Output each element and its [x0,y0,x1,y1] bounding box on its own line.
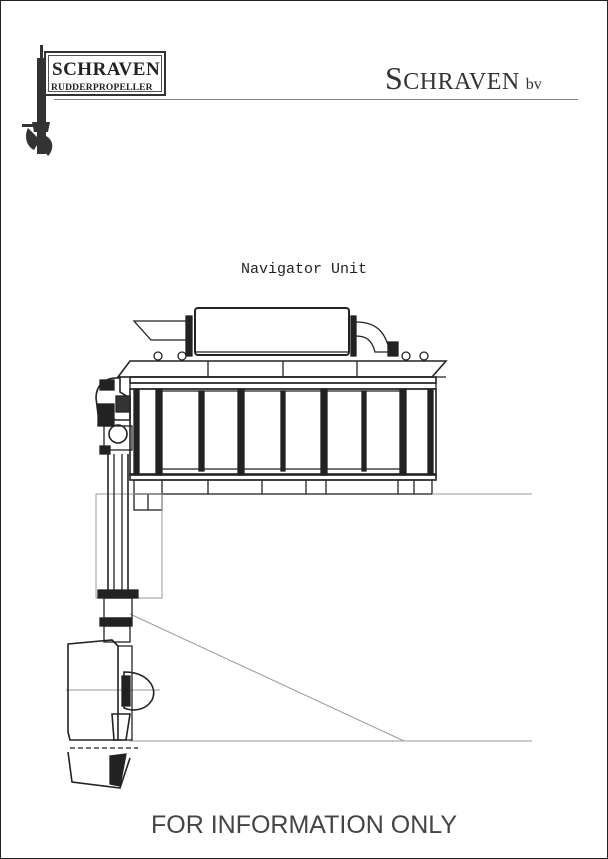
upper-gearbox [95,377,133,455]
logo-box: SCHRAVEN RUDDERPROPELLER [44,51,166,96]
foundation-frame [129,388,437,511]
steering-tube [97,454,139,643]
propeller-nozzle [67,747,138,789]
brand-name-rest: CHRAVEN [403,69,520,95]
brand-initial: S [385,60,404,96]
motor-housing [132,307,429,361]
lower-gear-housing [67,639,155,741]
reference-lines [66,493,532,742]
brand-wordmark: SCHRAVEN bv [385,60,542,97]
header-rule [54,99,578,100]
brand-suffix: bv [525,76,542,93]
disclaimer-text: FOR INFORMATION ONLY [150,811,458,839]
deck-frame [116,360,448,390]
drawing-title: Navigator Unit [240,261,368,278]
